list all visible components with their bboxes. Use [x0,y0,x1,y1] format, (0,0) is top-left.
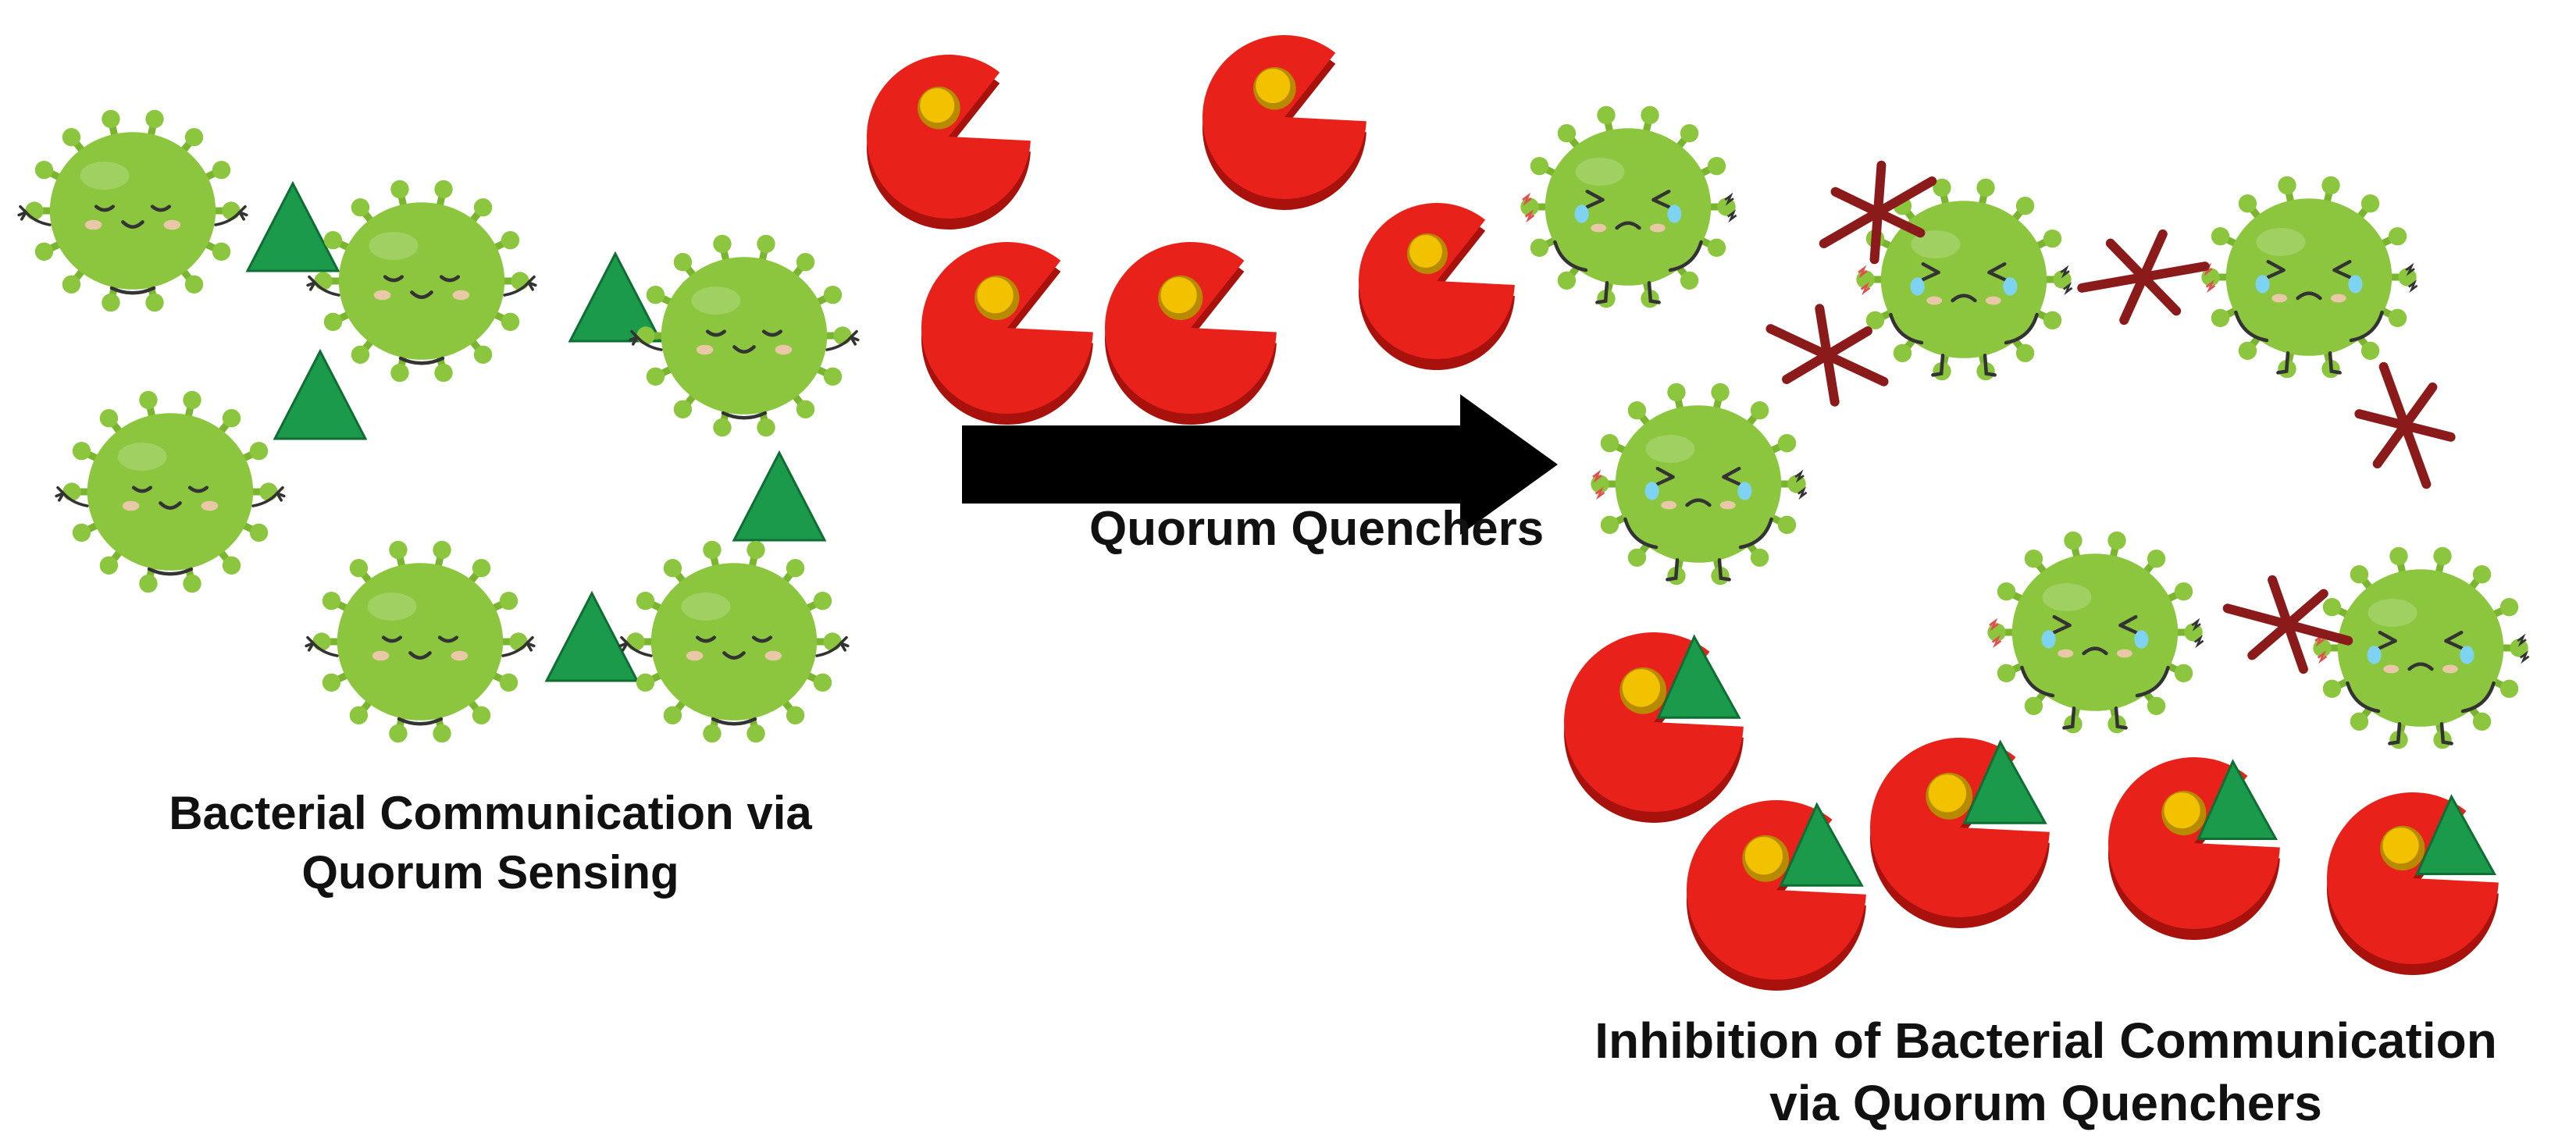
blocked-signal-x-icon [2354,361,2456,489]
meditating-bacterium-icon [56,391,284,593]
crying-bacterium-icon [1591,383,1806,585]
quencher-bound-signal-icon [2327,792,2499,975]
quencher-bound-signal-icon [1870,738,2050,928]
signal-molecule-triangle-icon [568,251,663,343]
process-arrow: Quorum Quenchers [962,394,1558,556]
quencher-bound-signal-icon [1564,632,1744,823]
left-caption-line2: Quorum Sensing [301,846,679,899]
meditating-bacterium-icon [630,235,858,437]
signal-molecule-triangle-icon [732,450,827,542]
blocked-links-layer [1765,160,2456,674]
quencher-bound-signal-icon [1687,800,1866,991]
signal-molecule-triangle-icon [273,348,368,440]
pacman-quencher-icon [1359,203,1515,371]
quencher-bound-signal-icon [2108,757,2280,940]
crying-bacterium-icon [2313,547,2528,749]
blocked-signal-x-icon [2077,229,2210,326]
pacman-quencher-icon [1105,241,1277,425]
right-caption-line1: Inhibition of Bacterial Communication [1594,1013,2497,1069]
left-caption-line1: Bacterial Communication via [169,787,812,839]
meditating-bacterium-icon [19,110,247,312]
crying-bacterium-icon [1520,106,1736,308]
arrow-label: Quorum Quenchers [1089,502,1544,556]
meditating-bacterium-icon [620,541,848,743]
blocked-signal-x-icon [1819,160,1937,265]
pacman-quencher-icon [921,241,1093,425]
bound-quencher-layer [1564,632,2499,991]
pacman-quencher-icon [867,54,1031,230]
pacman-quencher-icon [1202,34,1366,210]
signal-molecule-triangle-icon [245,180,340,272]
blocked-signal-x-icon [1765,304,1889,407]
meditating-bacterium-icon [308,180,536,383]
signal-molecule-triangle-icon [544,590,640,682]
quencher-layer [867,34,1515,425]
blocked-signal-x-icon [2222,575,2353,674]
signal-layer [245,180,827,682]
right-caption-line2: via Quorum Quenchers [1769,1075,2322,1131]
meditating-bacterium-icon [306,541,534,743]
crying-bacterium-icon [1987,532,2203,734]
crying-bacterium-icon [2201,176,2417,379]
